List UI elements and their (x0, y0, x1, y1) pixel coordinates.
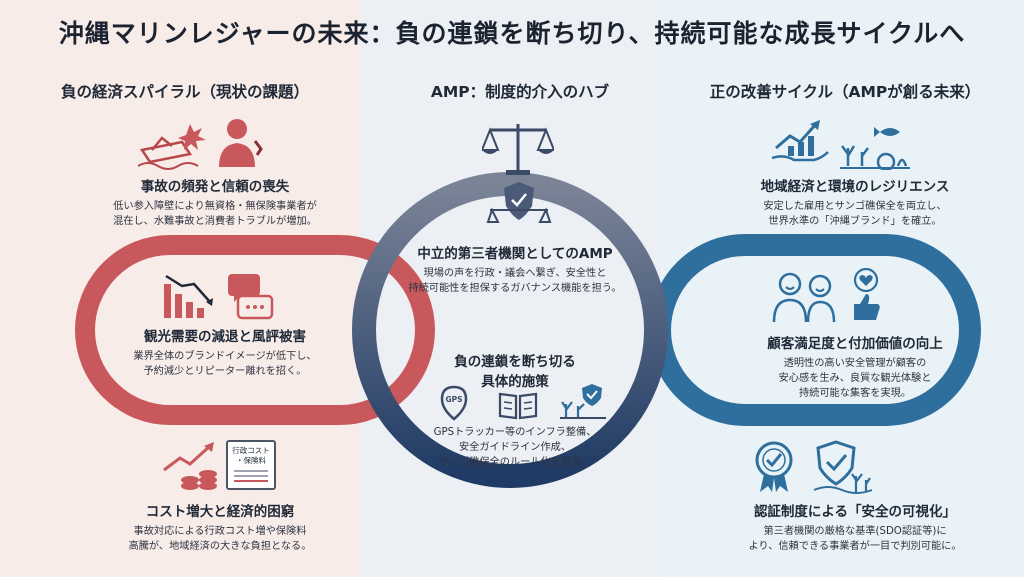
cost-document-label-1: 行政コスト (232, 446, 270, 455)
gps-pin-icon: GPS (440, 385, 468, 421)
left-block-3-line-1: 事故対応による行政コスト増や保険料 (133, 526, 307, 537)
left-block-2-line-2: 予約減少とリピーター離れを招く。 (143, 366, 307, 377)
coral-shield-icon (560, 384, 606, 419)
left-block-2-line-1: 業界全体のブランドイメージが低下し、 (133, 351, 317, 362)
middle-block-1-title: 中立的第三者機関としてのAMP (417, 246, 613, 262)
right-block-1: 地域経済と環境のレジリエンス 安定した雇用とサンゴ礁保全を両立し、 世界水準の「… (710, 175, 1000, 229)
right-block-2-title: 顧客満足度と付加価値の向上 (767, 336, 943, 352)
guidebook-icon (498, 392, 538, 420)
speech-bubbles-icon (228, 274, 274, 320)
cost-document-label-2: ・保険料 (236, 456, 266, 465)
middle-block-1-line-2: 持続可能性を担保するガバナンス機能を担う。 (408, 283, 622, 294)
middle-block-2-line-3: サンゴ礁保全のルール化を推進。 (438, 457, 592, 468)
right-block-1-line-2: 世界水準の「沖縄ブランド」を確立。 (768, 216, 942, 227)
distressed-businessman-icon (219, 119, 263, 167)
left-block-1-line-1: 低い参入障壁により無資格・無保険事業者が (113, 201, 317, 212)
middle-block-2-line-2: 安全ガイドライン作成、 (458, 442, 572, 453)
right-block-3-line-1: 第三者機関の厳格な基準(SDO認証等)に (763, 526, 947, 537)
left-block-1-title: 事故の頻発と信頼の喪失 (140, 179, 290, 195)
middle-block-2-body: GPSトラッカー等のインフラ整備、 安全ガイドライン作成、 サンゴ礁保全のルール… (400, 425, 630, 470)
certified-badge-icon (755, 441, 793, 492)
right-block-3-title: 認証制度による「安全の可視化」 (753, 504, 957, 520)
like-heart-icon (853, 268, 880, 320)
middle-block-2-title-2: 具体的施策 (481, 374, 549, 390)
left-block-1: 事故の頻発と信頼の喪失 低い参入障壁により無資格・無保険事業者が 混在し、水難事… (70, 175, 360, 229)
right-block-3-line-2: より、信頼できる事業者が一目で判別可能に。 (748, 541, 962, 552)
right-block-3: 認証制度による「安全の可視化」 第三者機関の厳格な基準(SDO認証等)に より、… (705, 500, 1005, 554)
middle-column-heading: AMP：制度的介入のハブ (430, 83, 610, 101)
coral-fish-icon (840, 127, 910, 170)
right-block-2: 顧客満足度と付加価値の向上 透明性の高い安全管理が顧客の 安心感を生み、良質な観… (710, 332, 1000, 401)
middle-block-2-line-1: GPSトラッカー等のインフラ整備、 (433, 427, 597, 438)
left-block-3-title: コスト増大と経済的困窮 (145, 504, 295, 520)
middle-block-1: 中立的第三者機関としてのAMP 現場の声を行政・議会へ繋ぎ、安全性と 持続可能性… (395, 242, 635, 296)
left-block-3: コスト増大と経済的困窮 事故対応による行政コスト増や保険料 高騰が、地域経済の大… (80, 500, 360, 554)
right-block-2-line-3: 持続可能な集客を実現。 (798, 388, 912, 399)
rising-cost-coins-icon (163, 442, 217, 490)
right-block-1-title: 地域経済と環境のレジリエンス (760, 179, 950, 195)
happy-tourists-icon (772, 272, 836, 323)
page-title: 沖縄マリンレジャーの未来：負の連鎖を断ち切り、持続可能な成長サイクルへ (58, 19, 966, 48)
right-block-1-line-1: 安定した雇用とサンゴ礁保全を両立し、 (763, 201, 947, 212)
growth-hand-icon (771, 120, 829, 162)
boat-accident-icon (138, 124, 206, 170)
left-block-3-line-2: 高騰が、地域経済の大きな負担となる。 (128, 541, 312, 552)
left-block-1-line-2: 混在し、水難事故と消費者トラブルが増加。 (113, 216, 317, 227)
right-block-2-line-2: 安心感を生み、良質な観光体験と (778, 373, 932, 384)
justice-scale-icon (482, 124, 554, 175)
right-column-heading: 正の改善サイクル（AMPが創る未来） (709, 83, 981, 101)
left-column-heading: 負の経済スパイラル（現状の課題） (60, 83, 309, 101)
shield-check-coral-icon (813, 440, 873, 494)
middle-block-2-title-1: 負の連鎖を断ち切る (454, 354, 576, 370)
right-block-2-line-1: 透明性の高い安全管理が顧客の (783, 358, 927, 369)
declining-chart-icon (164, 274, 213, 318)
left-panel-bg (0, 0, 360, 577)
left-cycle-ring (75, 235, 435, 425)
gps-pin-label: GPS (445, 395, 463, 404)
middle-hub-ring (352, 172, 668, 488)
cost-document-icon: 行政コスト ・保険料 (226, 440, 276, 490)
shield-scale-icon (486, 182, 552, 223)
middle-block-2-heading: 負の連鎖を断ち切る 具体的施策 (420, 350, 610, 394)
middle-block-1-line-1: 現場の声を行政・議会へ繋ぎ、安全性と (423, 268, 607, 279)
left-block-2-title: 観光需要の減退と風評被害 (144, 329, 306, 345)
left-block-2: 観光需要の減退と風評被害 業界全体のブランドイメージが低下し、 予約減少とリピー… (95, 325, 355, 379)
